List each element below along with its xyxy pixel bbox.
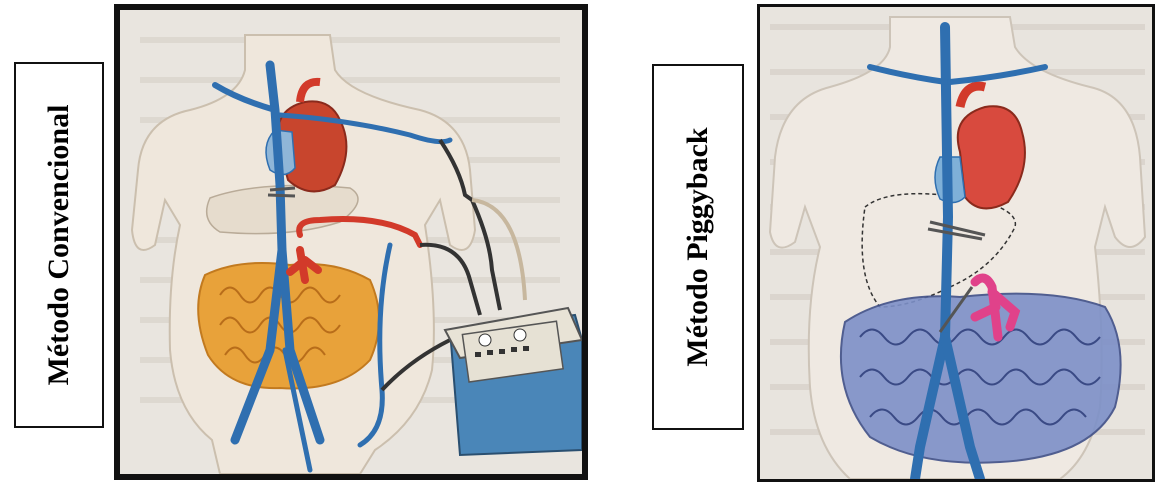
piggyback-diagram — [760, 7, 1152, 479]
label-conventional-method: Método Convencional — [42, 105, 76, 386]
conventional-method-illustration — [114, 4, 588, 480]
label-box-conventional: Método Convencional — [14, 62, 104, 428]
bypass-pump — [445, 308, 582, 455]
conventional-diagram — [120, 10, 582, 474]
label-box-piggyback: Método Piggyback — [652, 64, 744, 430]
label-piggyback-method: Método Piggyback — [681, 127, 715, 366]
piggyback-method-illustration — [757, 4, 1155, 482]
